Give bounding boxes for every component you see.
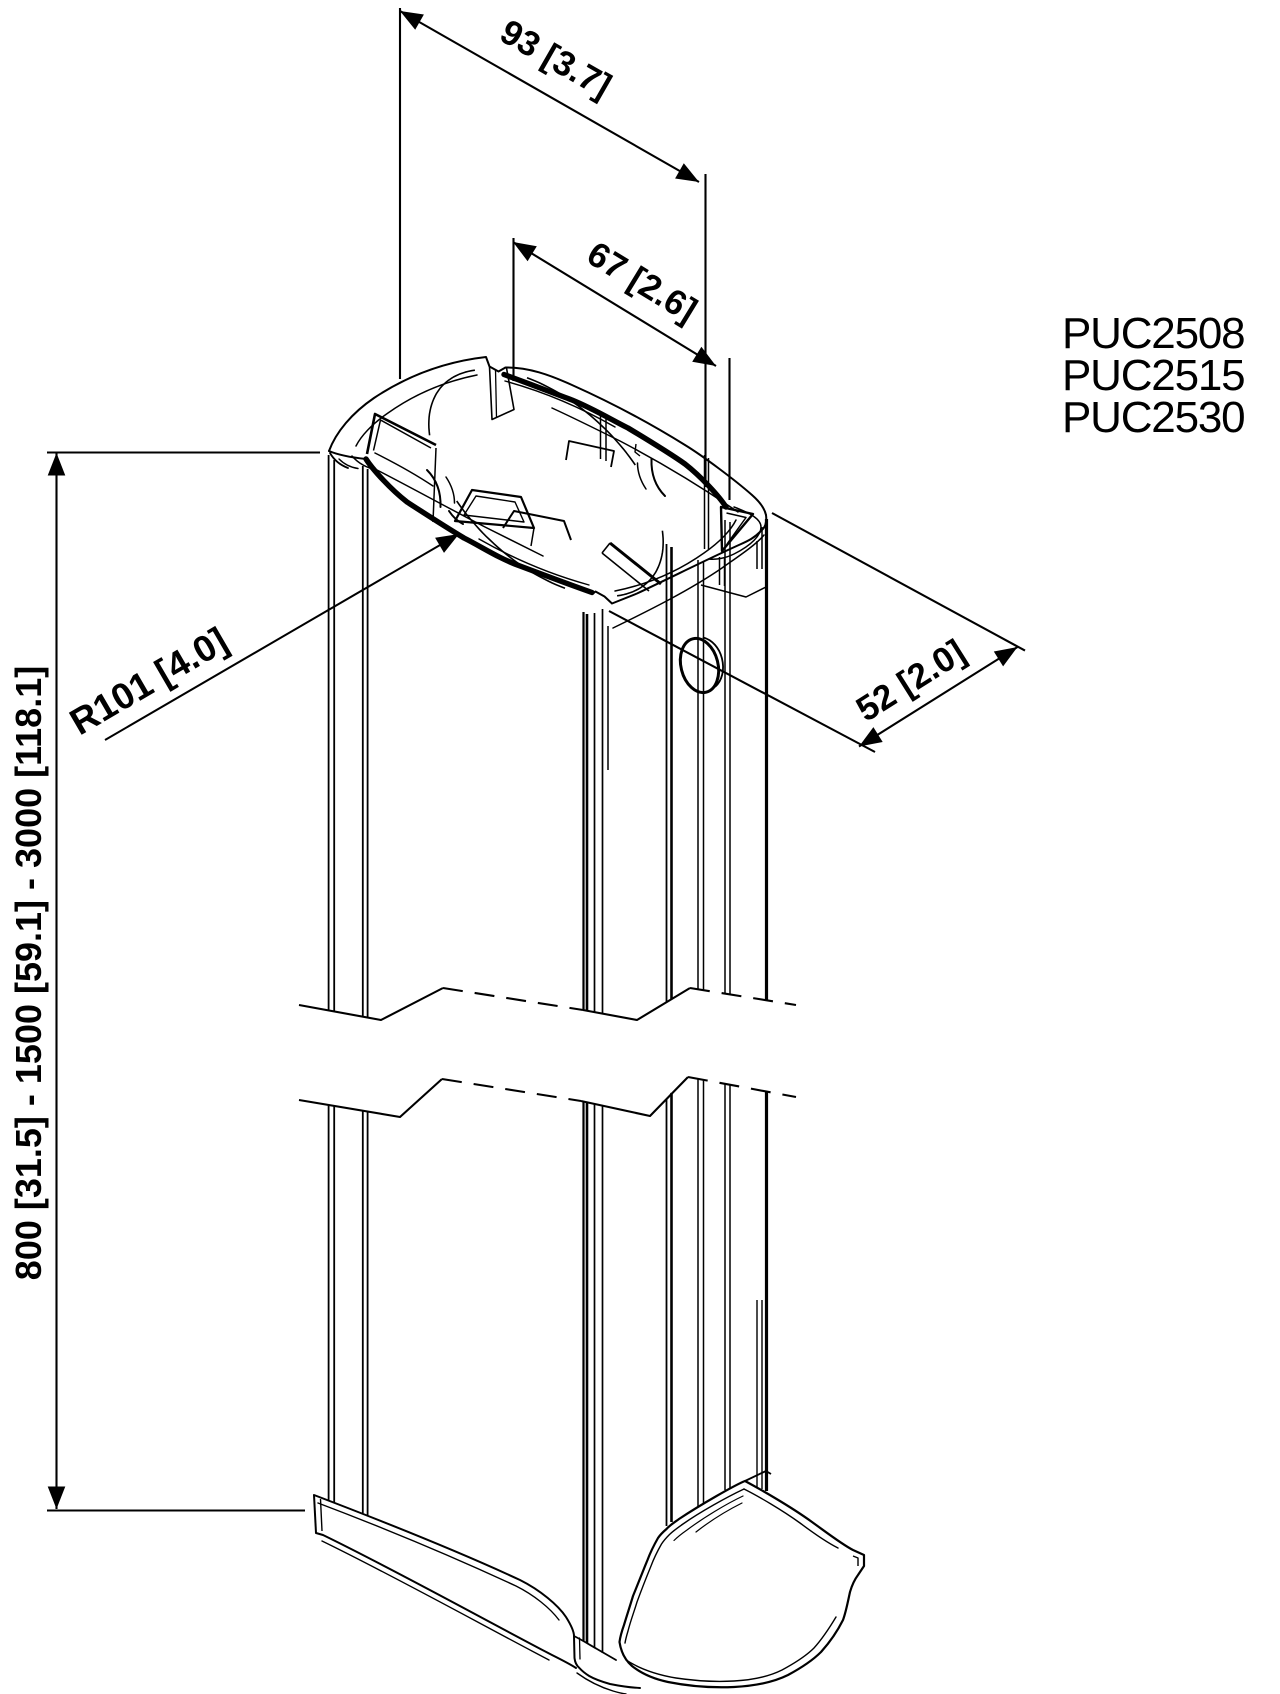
svg-text:PUC2515: PUC2515 — [1062, 351, 1244, 400]
svg-text:PUC2530: PUC2530 — [1062, 393, 1244, 442]
svg-text:PUC2508: PUC2508 — [1062, 309, 1244, 358]
svg-text:800 [31.5] - 1500 [59.1] - 300: 800 [31.5] - 1500 [59.1] - 3000 [118.1] — [8, 666, 49, 1280]
